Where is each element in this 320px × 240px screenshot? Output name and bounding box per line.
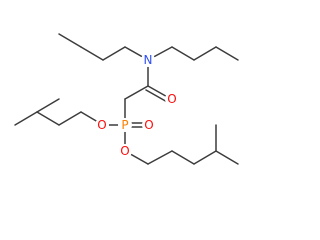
atom-ester-oxygen-left: O [95,118,109,132]
bond-butyl1-c1-c2 [102,46,126,61]
atom-phosphorus-label: P [121,118,128,132]
atom-layer: N O P O O O [95,53,179,158]
atom-ester-oxygen-left-label: O [97,118,106,132]
bond-right-c4-me-a [215,150,239,165]
bond-left-c3-me-b [36,98,60,113]
bond-butyl1-c3-c4 [58,33,82,48]
atom-phosphorus: P [118,118,132,132]
molecule-structure-diagram: N O P O O O [14,33,239,165]
bond-left-c2-c3 [36,111,60,126]
bond-right-c2-c3 [171,150,195,165]
bond-carbonyl-c-o-2 [145,89,170,104]
atom-phosphoryl-oxygen: O [142,118,156,132]
atom-ester-oxygen-right-label: O [120,144,129,158]
bond-left-c3-me-a [14,111,38,126]
atom-carbonyl-oxygen: O [165,92,179,106]
atom-nitrogen: N [141,53,155,67]
bond-butyl1-c2-c3 [80,46,104,61]
bond-right-c3-c4 [193,150,217,165]
bond-right-c1-c2 [147,150,173,165]
bond-left-c1-c2 [58,111,82,126]
atom-ester-oxygen-right: O [118,144,132,158]
atom-phosphoryl-oxygen-label: O [144,118,153,132]
bond-butyl2-c1-c2 [171,46,195,61]
bond-butyl2-c3-c4 [215,46,239,61]
atom-carbonyl-oxygen-label: O [167,92,176,106]
bond-carbonyl-c-ch2 [124,85,149,100]
bond-butyl2-c2-c3 [193,46,217,61]
atom-nitrogen-label: N [144,53,153,67]
